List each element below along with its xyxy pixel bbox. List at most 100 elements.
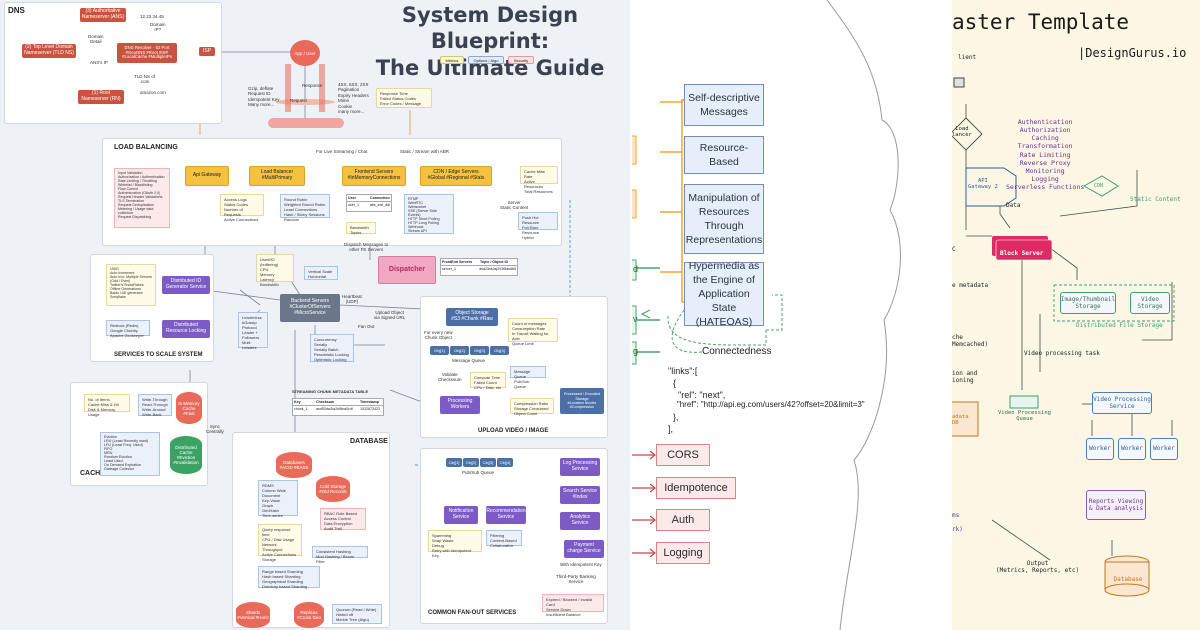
cdn-metrics-notes: Cache Miss Rate Active Resources Total R…	[520, 166, 558, 194]
dns-tld-ns-label: TLD NS of .com	[134, 74, 156, 85]
response-notes: 4XX, 5XX, 2XX Pagination Expiry Headers …	[338, 82, 369, 114]
fe-table-cell-connection: abs_inst_ddi	[369, 203, 390, 207]
leader-notes: Leaderless #Gossip Protocol Leader + Fol…	[238, 312, 268, 350]
api-gateway-shape	[965, 167, 1017, 207]
video-task-label: Video processing task	[1024, 350, 1100, 357]
response-metrics-notes: Response Time Failed Status Codes Error …	[376, 88, 432, 108]
message-queue-label: Message Queue	[452, 358, 486, 363]
cdn-label: CDN	[1094, 183, 1104, 189]
fanout-chunk: Obj[2]	[463, 458, 479, 467]
disp-table-head-topic: Topic / Object ID	[480, 260, 509, 264]
ms-fragment: ms	[952, 512, 960, 519]
metadata-db-fragment: adata DB	[952, 414, 969, 426]
metadata-label: e metadata	[952, 282, 989, 289]
dns-domain-ip-label: Domain IP?	[150, 22, 166, 33]
cache-strategy-notes: Write-Through Read-Through Write-Around …	[138, 394, 172, 417]
third-party-banking-label: Third-Party Banking Service	[556, 574, 596, 585]
notification-notes: Spamming Snap Waste Debug Retry with Ide…	[428, 530, 482, 558]
chunk-head-checksum: Checksum	[316, 400, 335, 404]
chunk-head-timestamp: Timestamp	[360, 400, 379, 404]
disp-table-head-servers: FrontEnd Servers	[442, 260, 473, 264]
every-chunk-label: For every new Chunk Object	[424, 330, 453, 341]
cdn-algorithm-notes: Push Hot Resource Pull Rare Resource Hyb…	[518, 212, 558, 240]
code-line: "href": "http://api.eg.com/users/42?offs…	[668, 400, 865, 409]
concurrency-notes: Concurrency Serially Serially Batch Pess…	[310, 334, 354, 362]
recommendation-notes: Filtering Content-Based Collaborative	[486, 530, 522, 548]
fanout-chunk-row: Obj[1] Obj[2] Obj[3] Obj[4]	[446, 458, 513, 467]
db-metrics-notes: Query response time CPU / Disk Usage Net…	[258, 524, 302, 562]
dispatcher-box: Dispatcher	[378, 256, 436, 284]
fe-table-cell-user: user_1	[348, 203, 359, 207]
code-line: },	[668, 412, 679, 422]
worker-node: Worker	[1118, 438, 1146, 460]
isp-box: ISP	[199, 47, 215, 56]
chunk-cell-timestamp: 1532873423	[360, 407, 380, 411]
block-server-label: Block Server	[1000, 250, 1044, 257]
code-line: {	[668, 378, 677, 388]
rest-constraint-resource-based: Resource-Based	[684, 136, 764, 174]
template-connectors	[952, 77, 1175, 597]
distributed-id-generator: Distributed ID Generator Service	[162, 276, 210, 294]
distributed-cache: Distributed Cache #Eviction #Invalidatio…	[170, 436, 202, 474]
gateway-duties: Authentication Authorization Caching Tra…	[1006, 118, 1085, 191]
queue-metrics-notes: Compute Time Failed Count CPU / Disk, et…	[470, 372, 506, 390]
fanout-chunk: Obj[1]	[446, 458, 462, 467]
client-monitor-icon	[953, 77, 965, 88]
log-processing-service: Log Processing Service	[560, 458, 600, 476]
queue-type-notes: Message Queue Pub/Sub Queue	[510, 366, 546, 389]
fe-table-head-user: User	[348, 196, 356, 200]
cors-box: CORS	[656, 444, 710, 466]
processed-metrics-notes: Compression Ratio Storage Consumed Objec…	[510, 398, 554, 416]
cache-metrics-notes: No. of Items Cache Miss & Hit Disk & Mem…	[84, 394, 130, 417]
blueprint-panel: System Design Blueprint: The Ultimate Gu…	[0, 0, 630, 630]
payment-service: Payment charge Service	[564, 540, 604, 558]
analytics-service: Analytics Service	[560, 512, 600, 530]
legend-metrics: Metrics	[440, 56, 464, 64]
legend-security: Security	[508, 56, 534, 64]
heartbeat-label: Heartbeat (UDP)	[342, 294, 362, 305]
dns-domain-detail-label: Domain Detail	[88, 34, 104, 45]
object-storage-notes: Count of messages Consumption Rate In Tr…	[508, 318, 558, 346]
chunk-metadata-table: Key Checksum Timestamp chunk_1 asd53dw2i…	[292, 398, 384, 416]
video-processing-service: Video Processing Service	[1092, 392, 1152, 414]
fe-protocol-notes: RTMP WebRTC Websocket SSE (Server Side E…	[404, 194, 454, 234]
fan-out-label: Fan Out	[358, 324, 375, 329]
rk-fragment: rk)	[952, 526, 963, 533]
video-processing-queue: Video Processing Queue	[998, 410, 1051, 422]
fe-connection-table: User Connection user_1 abs_inst_ddi	[346, 194, 392, 212]
chunk-cell-key: chunk_1	[294, 407, 308, 411]
pubsub-label: Pub/Sub Queue	[462, 470, 495, 475]
lb-algorithm-notes: Round Robin Weighted Round Robin Least C…	[280, 194, 330, 222]
rest-connectors	[632, 0, 901, 630]
worker-node: Worker	[1086, 438, 1114, 460]
cache-title: CACHE	[80, 470, 105, 477]
api-gateway-box: Api Gateway	[185, 166, 229, 186]
in-memory-cache: In Memory Cache #Fast	[176, 392, 202, 424]
processing-workers-box: Processing Workers	[440, 396, 480, 414]
backend-metrics-notes: Used/IO (buffering) CPU Memory Latency B…	[256, 254, 294, 287]
cold-storage-node: Cold Storage #Old Records	[316, 476, 350, 502]
edge-letter-d: d	[633, 264, 639, 274]
dispatcher-table: FrontEnd Servers Topic / Object ID serve…	[440, 258, 518, 276]
api-gateway-label: API Gateway 2	[968, 178, 998, 190]
db-type-notes: RDMS Column Wide Document Key-Value Grap…	[258, 480, 298, 518]
dns-title: DNS	[8, 6, 25, 15]
frontend-servers-box: Frontend Servers #InMemoryConnections	[342, 166, 406, 186]
rest-panel: Self-descriptive Messages Resource-Based…	[632, 0, 950, 630]
root-nameserver: (1) Root Nameserver (RN)	[78, 90, 124, 104]
rest-constraint-manipulation: Manipulation of Resources Through Repres…	[684, 184, 764, 254]
tld-nameserver: (2) Top Level Domain Nameserver (TLD NS)	[22, 44, 76, 58]
chunk-head-key: Key	[294, 400, 301, 404]
fanout-chunk: Obj[3]	[480, 458, 496, 467]
load-balancing-title: LOAD BALANCING	[114, 144, 178, 151]
live-streaming-label: For Live Streaming / Chat	[316, 149, 368, 154]
brand-label: |DesignGurus.io	[1078, 46, 1187, 60]
recommendation-service: Recommendation Service	[486, 506, 526, 524]
dns-ip-label: 12.23.34.45	[140, 14, 164, 19]
client-label: lient	[958, 54, 977, 61]
server-static-label: Server Static Content	[500, 200, 529, 211]
connectedness-label: Connectedness	[702, 346, 772, 357]
notification-service: Notification Service	[444, 506, 478, 524]
blueprint-title-line1: System Design Blueprint:	[401, 3, 579, 54]
ion-fragment: ion and ioning	[952, 370, 978, 384]
